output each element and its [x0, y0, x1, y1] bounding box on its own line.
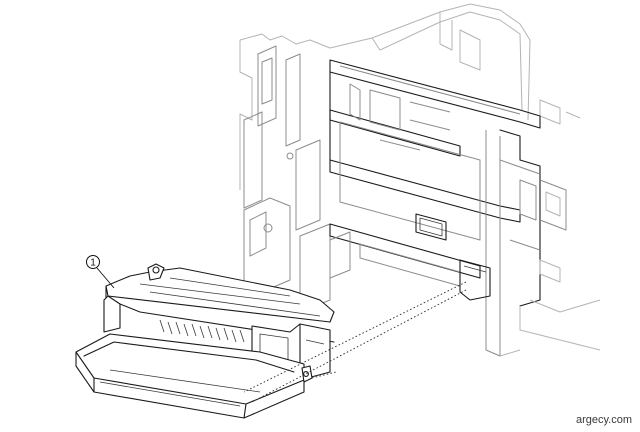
- callout-circle: [86, 255, 100, 269]
- alignment-dotted-lines: [243, 281, 467, 403]
- duplex-unit-illustration: [75, 263, 335, 419]
- watermark-text: argecy.com: [575, 414, 632, 426]
- callout-1: 1: [86, 255, 115, 289]
- callout-label: 1: [90, 258, 96, 269]
- callout-leader-line: [96, 267, 115, 289]
- printer-frame-illustration: [239, 3, 601, 357]
